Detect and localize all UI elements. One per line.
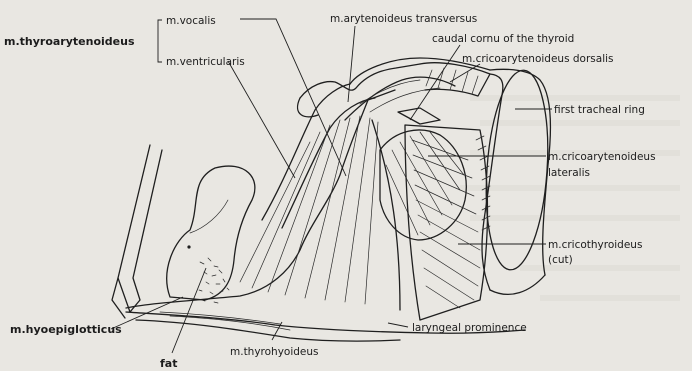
- thyrohyoideus-muscle: [160, 312, 290, 330]
- epiglottis-outline: [167, 166, 255, 300]
- arytenoid-outline: [300, 64, 420, 98]
- label-fat: fat: [160, 357, 177, 370]
- label-m-thyroarytenoideus: m.thyroarytenoideus: [4, 35, 135, 48]
- cricoarytenoideus-lateralis-muscle: [380, 130, 466, 240]
- tracheal-ring: [480, 68, 554, 294]
- label-m-cricoarytenoideus-dorsalis: m.cricoarytenoideus dorsalis: [462, 53, 614, 65]
- label-m-cricoarytenoideus-lateralis-line1: m.cricoarytenoideus: [548, 151, 656, 163]
- label-cut: (cut): [548, 254, 573, 266]
- label-laryngeal-prominence: laryngeal prominence: [412, 322, 527, 334]
- figure-labels: m.vocalis m.thyroarytenoideus m.ventricu…: [4, 13, 656, 370]
- hyoid-outline: [118, 145, 162, 312]
- label-first-tracheal-ring: first tracheal ring: [554, 104, 645, 116]
- label-m-cricothyroideus: m.cricothyroideus: [548, 239, 642, 251]
- label-m-hyoepiglotticus: m.hyoepiglotticus: [10, 323, 122, 336]
- label-m-ventricularis: m.ventricularis: [166, 56, 245, 68]
- label-m-thyrohyoideus: m.thyrohyoideus: [230, 346, 319, 358]
- label-m-vocalis: m.vocalis: [166, 15, 216, 27]
- caudal-cornu-outline: [398, 108, 440, 124]
- label-m-cricoarytenoideus-lateralis-line2: lateralis: [548, 167, 590, 179]
- label-caudal-cornu-of-thyroid: caudal cornu of the thyroid: [432, 33, 574, 45]
- ventricular-ridge: [262, 84, 350, 220]
- thyroarytenoideus-bracket: [158, 20, 162, 62]
- label-m-arytenoideus-transversus: m.arytenoideus transversus: [330, 13, 477, 25]
